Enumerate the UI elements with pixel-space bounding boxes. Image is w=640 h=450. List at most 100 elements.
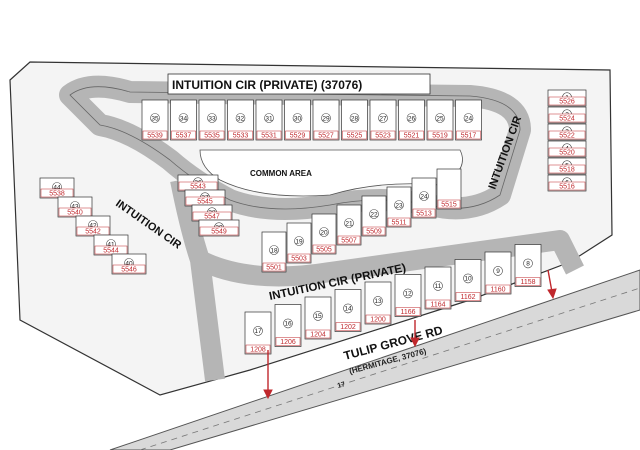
lot-number: 19 <box>295 238 303 245</box>
lot-number: 24 <box>465 115 473 122</box>
address-box <box>337 235 361 245</box>
lot-number: 16 <box>284 321 292 328</box>
lot-address: 5518 <box>559 167 575 174</box>
lot-address: 1166 <box>400 309 415 316</box>
lots-south-row: 1712081612061512041412021312001211661111… <box>244 244 542 355</box>
lot-address: 5520 <box>559 150 575 157</box>
lot-number: 8 <box>526 261 530 268</box>
access-arrows <box>263 269 557 400</box>
lot-number: 42 <box>89 222 97 229</box>
lot-address: 5509 <box>366 229 382 236</box>
address-box <box>199 226 239 236</box>
lot-number: 44 <box>53 184 61 191</box>
lot-address: 5543 <box>190 184 206 191</box>
lot-number-circle <box>319 227 329 237</box>
lot-address: 5511 <box>391 220 406 227</box>
lot-address: 5533 <box>233 133 249 140</box>
lot-number-circle <box>523 258 533 269</box>
lot-number: 35 <box>151 115 159 122</box>
address-box <box>171 130 196 140</box>
lot-parcel: 22 5509 <box>361 195 387 237</box>
lot-address: 5523 <box>375 133 391 140</box>
address-box <box>395 307 421 316</box>
lot-address: 1200 <box>370 317 386 324</box>
lot-parcel: 55518 <box>547 157 587 175</box>
lot-address: 5529 <box>290 133 306 140</box>
lot-address: 5546 <box>121 267 137 274</box>
road-number: 17 <box>337 381 346 390</box>
lot-address: 5544 <box>103 248 119 255</box>
address-box <box>548 113 586 123</box>
lot-address: 5538 <box>49 191 65 198</box>
lot-parcel: 385547 <box>191 204 233 222</box>
lot-address: 5507 <box>341 238 357 245</box>
address-box <box>40 188 74 198</box>
lot-address: 5522 <box>559 133 575 140</box>
lot-number-circle <box>463 113 474 123</box>
lot-number: 40 <box>125 260 133 267</box>
lot-number: 41 <box>107 241 115 248</box>
lot-number-circle <box>406 113 417 123</box>
lot-address: 5501 <box>266 265 282 272</box>
lot-number: 22 <box>370 211 378 218</box>
address-box <box>412 208 436 218</box>
lot-number-circle <box>373 296 383 306</box>
address-box <box>94 245 128 255</box>
address-box <box>548 164 586 174</box>
south-road <box>195 230 584 287</box>
lot-number: 31 <box>265 115 273 122</box>
address-box <box>399 130 424 140</box>
address-box <box>262 262 286 272</box>
lot-parcel: 25524 <box>547 106 587 124</box>
lot-number: 29 <box>322 115 330 122</box>
lot-number: 24 <box>420 193 428 200</box>
lot-number: 27 <box>379 115 387 122</box>
lot-number-circle <box>433 281 443 291</box>
address-box <box>228 130 253 140</box>
road-label-top: INTUITION CIR (PRIVATE) (37076) <box>172 78 362 92</box>
address-box <box>142 130 168 140</box>
lot-number-circle <box>269 245 279 255</box>
lot-number-circle <box>283 318 293 329</box>
address-box <box>287 253 311 263</box>
lot-number: 10 <box>464 276 472 283</box>
lot-number: 14 <box>344 306 352 313</box>
address-box <box>455 292 481 301</box>
lot-parcel: 35522 <box>547 123 587 141</box>
address-box <box>305 329 331 339</box>
lot-number: 32 <box>237 115 245 122</box>
lot-number: 17 <box>254 328 262 335</box>
lot-address: 1202 <box>340 324 356 331</box>
address-box <box>485 284 511 294</box>
lot-number: 9 <box>496 268 500 275</box>
lot-parcel: 32 5533 <box>227 99 254 141</box>
address-box <box>313 130 339 140</box>
address-box <box>362 226 386 236</box>
lot-number: 21 <box>345 220 353 227</box>
lot-address: 5549 <box>211 229 227 236</box>
lot-number: 18 <box>270 247 278 254</box>
address-box <box>548 130 586 140</box>
lot-address: 5516 <box>559 184 575 191</box>
lot-number-circle <box>150 113 160 123</box>
address-box <box>112 264 146 274</box>
lots-top-row: 3555393455373355353255333155313055292955… <box>141 99 482 141</box>
lot-number-circle <box>403 288 413 299</box>
